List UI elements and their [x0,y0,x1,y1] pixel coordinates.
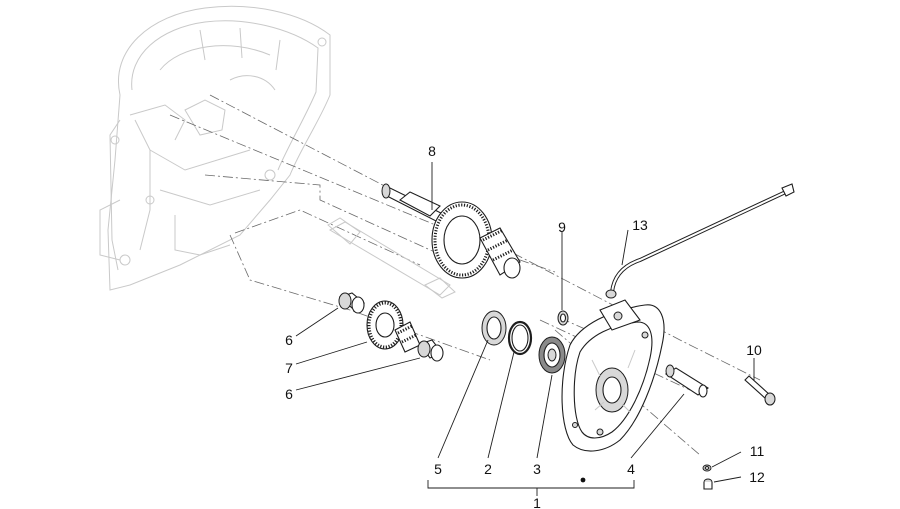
callout-13: 13 [632,217,648,233]
part-3-bearing [538,336,566,374]
callout-7: 7 [285,360,293,376]
part-12-screw [703,478,713,490]
background-secondary-shaft [327,217,456,299]
callout-6-lower: 6 [285,386,293,402]
callout-1: 1 [533,495,541,509]
part-11-washer [702,464,712,472]
ghosted-crankcase-outline [99,5,331,291]
part-9-dowel-bushing [557,310,569,326]
part-13-breather-tube [605,183,795,299]
part-2-circlip-ring [507,320,533,356]
part-4-pin [664,364,709,398]
callout-9: 9 [558,219,566,235]
transmission-cover [561,299,665,452]
callout-10: 10 [746,342,762,358]
callout-8: 8 [428,143,436,159]
callout-4: 4 [627,461,635,477]
part-7-intermediate-gear [366,300,421,353]
callout-5: 5 [434,461,442,477]
part-6-bushing-upper [338,292,366,314]
leader-lines [295,162,755,496]
callout-12: 12 [749,469,765,485]
callout-6-upper: 6 [285,332,293,348]
callout-11: 11 [750,443,765,459]
part-10-bolt [744,375,776,406]
callout-labels: 8 9 13 6 7 6 10 5 2 3 4 11 12 1 [285,143,765,509]
part-8-main-shaft-gear [381,183,521,279]
part-5-oil-seal [481,310,507,346]
callout-3: 3 [533,461,541,477]
callout-2: 2 [484,461,492,477]
part-6-bushing-lower [417,339,444,362]
